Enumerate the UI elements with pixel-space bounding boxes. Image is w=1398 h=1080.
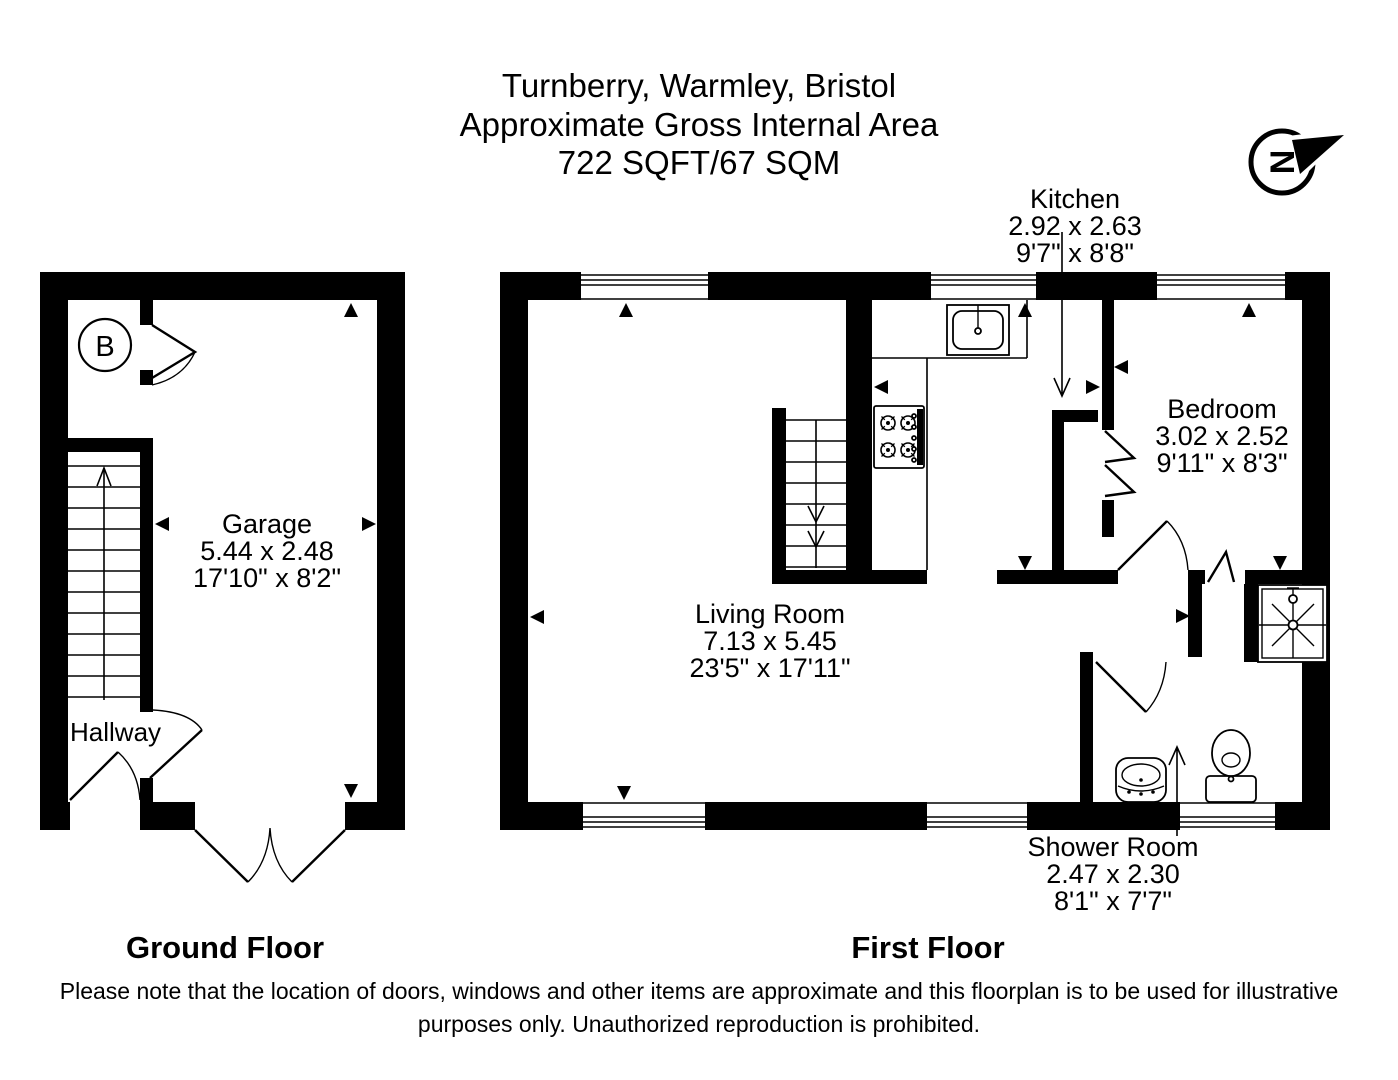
ground-floor-stairs (68, 465, 140, 700)
disclaimer-line-1: Please note that the location of doors, … (60, 978, 1339, 1004)
cupboard-door (1206, 548, 1236, 583)
title-line-2: Approximate Gross Internal Area (460, 106, 939, 143)
wash-basin (1115, 757, 1167, 803)
shower-room-imperial: 8'1" x 7'7" (1054, 886, 1172, 916)
dimension-markers (155, 303, 1287, 800)
first-floor-stairs (786, 419, 846, 568)
compass-letter: N (1264, 150, 1302, 175)
bedroom-name: Bedroom (1167, 394, 1277, 424)
landing-door (1117, 520, 1168, 571)
labels: Turnberry, Warmley, Bristol Approximate … (60, 67, 1339, 1037)
garage-name: Garage (222, 509, 312, 539)
kitchen-imperial: 9'7" x 8'8" (1016, 238, 1134, 268)
kitchen-name: Kitchen (1030, 184, 1120, 214)
garage-metric: 5.44 x 2.48 (200, 536, 334, 566)
boiler-cupboard-door (151, 323, 198, 380)
label-pointers (1053, 232, 1186, 836)
kitchen-metric: 2.92 x 2.63 (1008, 211, 1142, 241)
kitchen-sink (946, 304, 1010, 356)
title-line-3: 722 SQFT/67 SQM (558, 144, 840, 181)
ground-floor-label: Ground Floor (126, 930, 324, 965)
walls (40, 272, 1330, 830)
stairs-down-arrow (807, 505, 825, 549)
hallway-garage-door (149, 729, 203, 779)
toilet (1205, 729, 1257, 803)
shower-room-metric: 2.47 x 2.30 (1046, 859, 1180, 889)
stove-hob (873, 405, 925, 469)
hallway-name: Hallway (70, 717, 161, 747)
kitchen-pointer-arrow (1053, 232, 1071, 398)
shower-room-name: Shower Room (1027, 832, 1198, 862)
doors (69, 323, 1236, 883)
stairs-up-arrow (96, 465, 112, 487)
shower-room-door (1095, 661, 1147, 713)
windows (581, 274, 1285, 828)
bedroom-imperial: 9'11" x 8'3" (1156, 448, 1287, 478)
front-door (69, 751, 119, 801)
boiler-label: B (95, 331, 114, 363)
living-room-imperial: 23'5" x 17'11" (689, 653, 850, 683)
shower-head-icon (1288, 594, 1298, 604)
living-room-name: Living Room (695, 599, 845, 629)
living-room-metric: 7.13 x 5.45 (703, 626, 837, 656)
garage-double-door (194, 829, 346, 883)
shower-pointer-arrow (1168, 745, 1186, 836)
shower-enclosure (1257, 584, 1328, 663)
disclaimer-line-2: purposes only. Unauthorized reproduction… (418, 1011, 980, 1037)
title-line-1: Turnberry, Warmley, Bristol (502, 67, 896, 104)
bedroom-bifold-door (1104, 430, 1137, 498)
first-floor-label: First Floor (851, 930, 1004, 965)
north-compass-icon: N (1248, 128, 1352, 196)
boiler-symbol: B (77, 317, 133, 373)
garage-imperial: 17'10" x 8'2" (193, 563, 341, 593)
bedroom-metric: 3.02 x 2.52 (1155, 421, 1289, 451)
